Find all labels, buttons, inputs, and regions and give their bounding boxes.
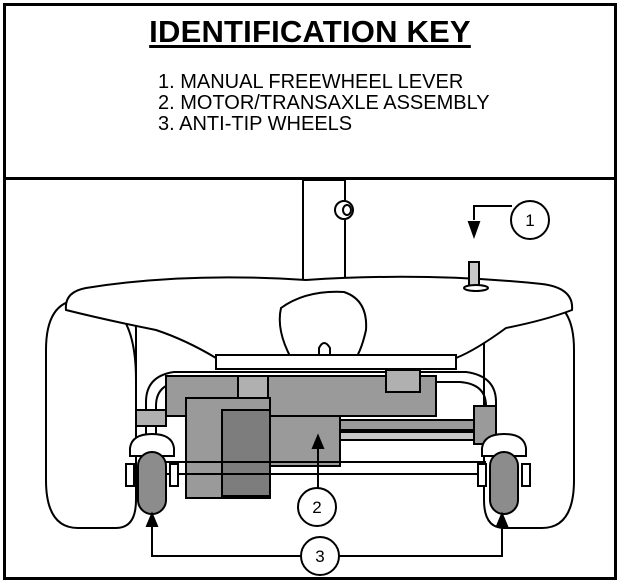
callout-2-circle xyxy=(297,487,337,527)
key-list: 1. MANUAL FREEWHEEL LEVER 2. MOTOR/TRANS… xyxy=(158,72,490,135)
callout-3-circle xyxy=(300,536,340,576)
key-item-freewheel-lever: 1. MANUAL FREEWHEEL LEVER xyxy=(158,71,464,93)
callout-1-leader xyxy=(467,205,512,239)
manual-freewheel-lever xyxy=(463,261,489,292)
scooter-illustration: 1 2 3 xyxy=(45,180,575,576)
callout-3-label: 3 xyxy=(315,547,324,566)
right-anti-tip-wheel xyxy=(477,432,531,515)
callout-2-label: 2 xyxy=(312,498,321,517)
seat-post xyxy=(302,180,346,281)
key-item-anti-tip-wheels: 3. ANTI-TIP WHEELS xyxy=(158,113,353,135)
key-item-motor-transaxle: 2. MOTOR/TRANSAXLE ASSEMBLY xyxy=(158,92,490,114)
left-rear-tire xyxy=(45,299,137,529)
anti-tip-axle xyxy=(166,461,486,475)
callout-1-circle xyxy=(510,200,550,240)
key-title: IDENTIFICATION KEY xyxy=(149,14,471,49)
callout-1-label: 1 xyxy=(525,211,534,230)
motor-transaxle-assembly xyxy=(135,369,497,499)
seat-post-knob xyxy=(334,200,354,220)
identification-key: IDENTIFICATION KEY 1. MANUAL FREEWHEEL L… xyxy=(6,6,614,180)
scooter-rear-view-figure: 1 2 3 xyxy=(6,180,614,577)
rear-shroud xyxy=(64,275,574,370)
callout-3-leader xyxy=(145,511,509,557)
diagram-sheet: IDENTIFICATION KEY 1. MANUAL FREEWHEEL L… xyxy=(3,3,617,580)
callout-2-leader xyxy=(311,433,325,490)
